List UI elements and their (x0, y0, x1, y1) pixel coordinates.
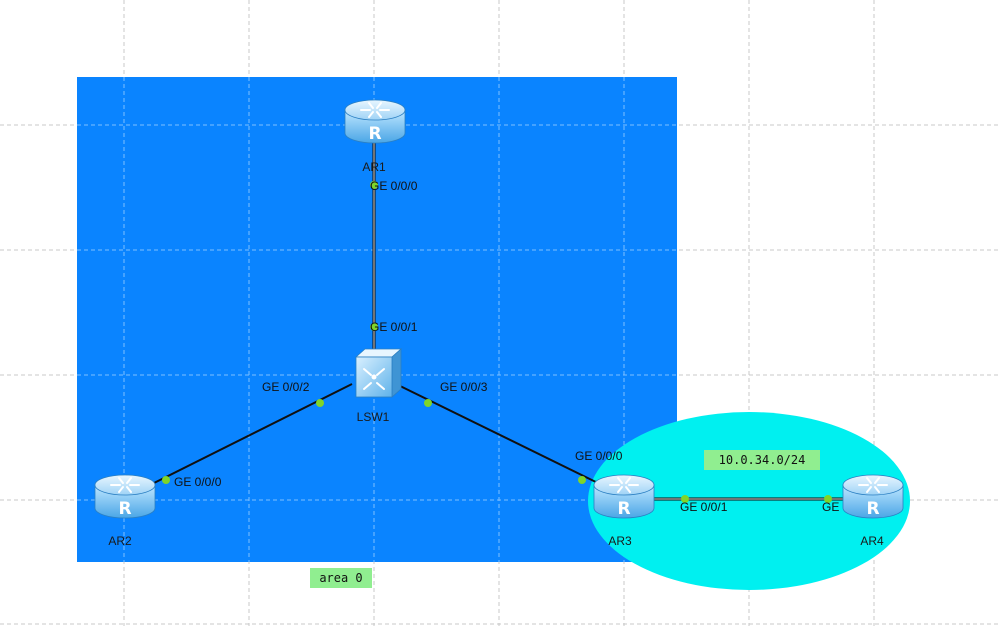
device-label: LSW1 (357, 410, 390, 424)
port-label: GE 0/0/0 (370, 179, 418, 193)
svg-text:R: R (617, 499, 630, 519)
port-indicator[interactable] (681, 495, 689, 503)
router-icon: R (94, 474, 156, 519)
svg-text:R: R (368, 124, 381, 144)
device-label: AR1 (362, 160, 386, 174)
note-text: area 0 (319, 571, 362, 585)
router-icon: R (842, 474, 904, 519)
note-background (310, 568, 372, 588)
switch-icon (354, 348, 403, 398)
router-icon: R (593, 474, 655, 519)
area-area0-region[interactable] (77, 77, 677, 562)
area-subnet-34-region[interactable] (588, 412, 910, 590)
port-indicator[interactable] (370, 323, 378, 331)
port-indicator[interactable] (370, 181, 378, 189)
port-indicator[interactable] (578, 476, 586, 484)
port-label: GE 0/0/3 (440, 380, 488, 394)
device-ar1[interactable]: R AR1 (344, 99, 406, 174)
device-label: AR2 (108, 534, 132, 548)
device-ar2[interactable]: R AR2 (94, 474, 156, 548)
port-label: GE 0/0/1 (680, 500, 728, 514)
note-subnet-note[interactable]: 10.0.34.0/24 (704, 450, 820, 470)
device-ar3[interactable]: R AR3 (593, 474, 655, 548)
router-icon: R (344, 99, 406, 144)
device-lsw1[interactable]: LSW1 (354, 348, 403, 424)
port-indicator[interactable] (162, 476, 170, 484)
device-ar4[interactable]: R AR4 (842, 474, 904, 548)
note-background (704, 450, 820, 470)
svg-text:R: R (118, 499, 131, 519)
port-label: GE 0/0/2 (262, 380, 310, 394)
port-indicator[interactable] (824, 495, 832, 503)
device-label: AR4 (860, 534, 884, 548)
port-label: GE 0/0/0 (174, 475, 222, 489)
svg-text:R: R (866, 499, 879, 519)
port-indicator[interactable] (424, 399, 432, 407)
device-label: AR3 (608, 534, 632, 548)
port-label: GE 0/0/0 (575, 449, 623, 463)
note-text: 10.0.34.0/24 (719, 453, 806, 467)
link-ar1-lsw1[interactable]: GE 0/0/0 GE 0/0/1 (370, 140, 418, 352)
link-lsw1-ar3[interactable]: GE 0/0/3 GE 0/0/0 (395, 380, 623, 487)
port-indicator[interactable] (316, 399, 324, 407)
note-area-0-note[interactable]: area 0 (310, 568, 372, 588)
link-lsw1-ar2[interactable]: GE 0/0/2 GE 0/0/0 (147, 380, 353, 489)
port-label: GE 0/0/1 (370, 320, 418, 334)
